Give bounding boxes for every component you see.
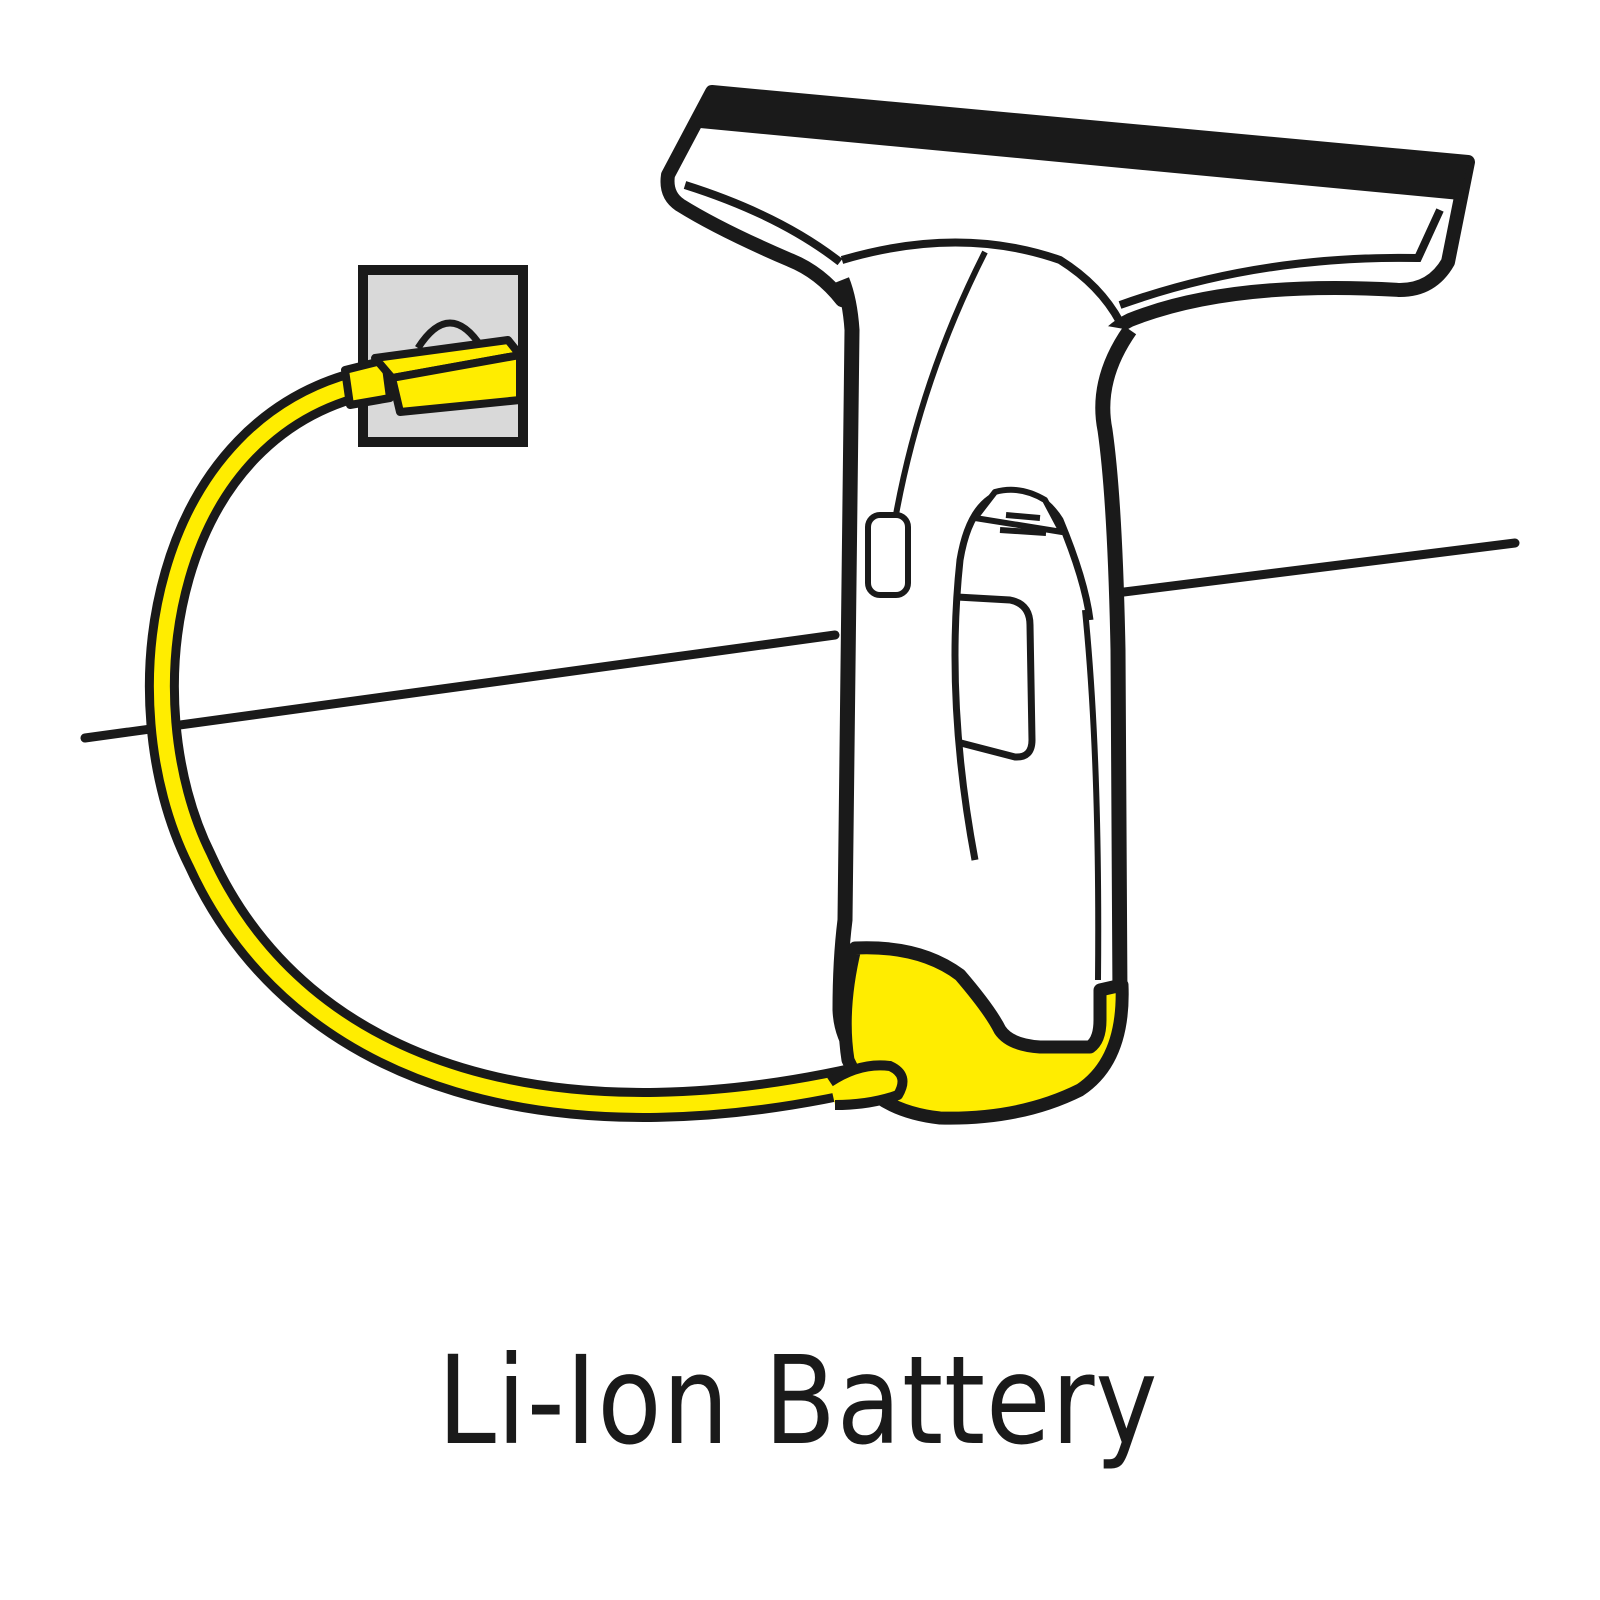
charging-cable-icon bbox=[145, 363, 907, 1122]
battery-base-icon bbox=[827, 941, 1129, 1125]
caption-label: Li-Ion Battery bbox=[437, 1330, 1159, 1472]
window-vacuum-icon bbox=[660, 85, 1475, 1108]
window-line bbox=[80, 538, 1520, 743]
charging-plug-icon bbox=[341, 336, 524, 416]
